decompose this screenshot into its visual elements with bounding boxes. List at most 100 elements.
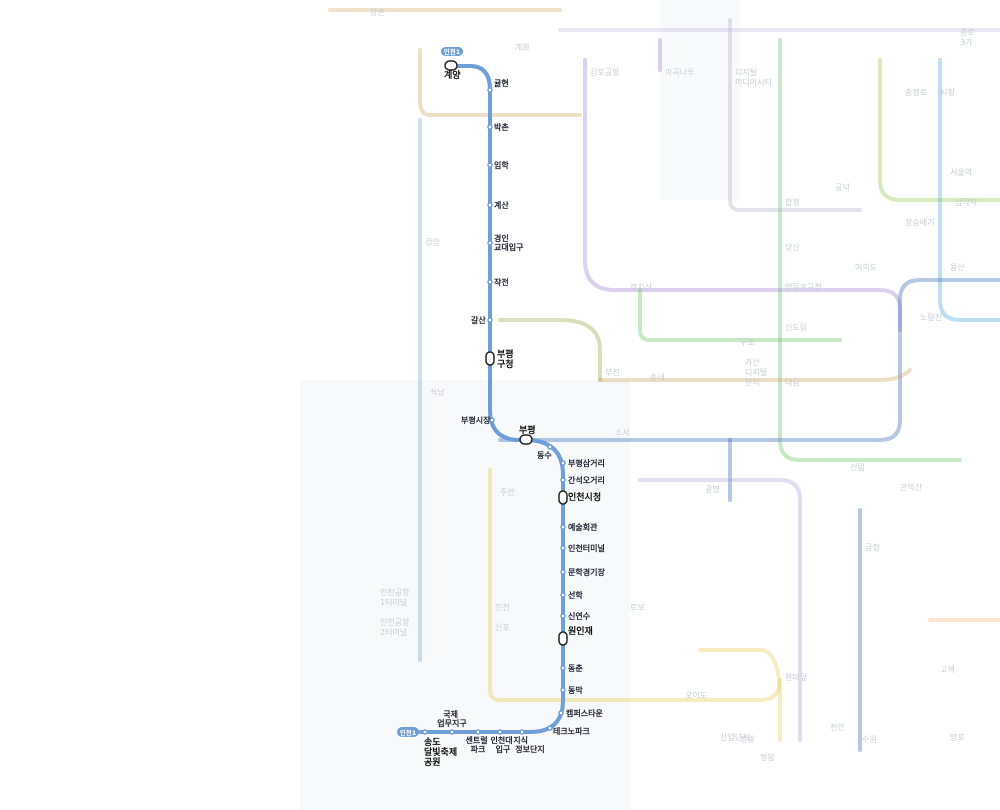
station-label-ganseok[interactable]: 간석오거리	[568, 475, 605, 485]
station-dot-seonhak[interactable]	[560, 592, 566, 598]
station-label-seonhak[interactable]: 선학	[568, 590, 583, 600]
svg-text:가산: 가산	[745, 357, 760, 367]
station-label-bupyeong-gucheong[interactable]: 부평 구청	[497, 348, 517, 370]
svg-text:검암: 검암	[425, 237, 440, 247]
svg-text:고색: 고색	[940, 664, 955, 674]
station-dot-bupyeong-samgeori[interactable]	[560, 460, 566, 466]
station-dot-bupyeong-market[interactable]	[489, 417, 495, 423]
station-label-bupyeong-market[interactable]: 부평시장	[461, 415, 491, 425]
svg-text:까치산: 까치산	[630, 282, 653, 292]
station-dot-central-park[interactable]	[475, 729, 481, 735]
station-dot-songdo[interactable]	[422, 729, 428, 735]
svg-text:3가: 3가	[960, 38, 973, 47]
svg-text:인천1: 인천1	[400, 728, 417, 737]
svg-text:인천공항: 인천공항	[380, 587, 410, 597]
station-label-incheon-univ[interactable]: 인천대 입구	[491, 735, 516, 754]
station-label-gyulhyeon[interactable]: 귤현	[494, 78, 509, 88]
svg-text:정왕: 정왕	[760, 752, 775, 762]
svg-text:부천: 부천	[605, 367, 620, 377]
station-dot-jakjeon[interactable]	[487, 279, 493, 285]
station-label-gyeongin-line1: 경인	[494, 233, 509, 243]
station-label-dongsu[interactable]: 동수	[537, 451, 552, 460]
svg-text:로보: 로보	[630, 603, 645, 612]
svg-text:시청: 시청	[940, 88, 955, 97]
station-label-gyeongin-line2: 교대입구	[494, 242, 524, 252]
station-label-intl-business[interactable]: 국제 업무지구	[437, 709, 467, 728]
station-dot-munhak[interactable]	[560, 569, 566, 575]
transfer-marker-bupyeong-gucheong[interactable]	[485, 351, 495, 366]
svg-text:소사: 소사	[615, 428, 630, 437]
station-dot-arts-center[interactable]	[560, 524, 566, 530]
station-dot-technopark[interactable]	[547, 725, 553, 731]
svg-text:천안: 천안	[830, 722, 845, 732]
svg-text:공덕: 공덕	[835, 182, 850, 192]
station-label-bus-terminal[interactable]: 인천터미널	[568, 543, 605, 553]
svg-text:합정: 합정	[785, 197, 800, 207]
station-label-songdo[interactable]: 송도 달빛축제 공원	[424, 736, 460, 768]
svg-text:석남: 석남	[430, 387, 445, 397]
station-dot-bus-terminal[interactable]	[560, 545, 566, 551]
station-label-incheon-cityhall[interactable]: 인천시청	[568, 491, 601, 503]
svg-text:광명: 광명	[705, 484, 720, 494]
svg-text:종로: 종로	[960, 28, 975, 37]
station-label-central-park[interactable]: 센트럴 파크	[466, 735, 491, 754]
svg-text:여의도: 여의도	[855, 262, 877, 272]
station-label-dongmak[interactable]: 동막	[568, 685, 583, 695]
station-label-munhak[interactable]: 문학경기장	[568, 567, 605, 577]
svg-text:산업단지: 산업단지	[720, 732, 749, 742]
station-label-info-complex[interactable]: 지식 정보단지	[513, 735, 544, 754]
transfer-marker-woninjae[interactable]	[558, 631, 568, 646]
station-label-bupyeong[interactable]: 부평	[519, 424, 536, 436]
station-dot-intl-business[interactable]	[449, 729, 455, 735]
station-dot-gyulhyeon[interactable]	[487, 87, 493, 93]
station-label-gyesan[interactable]: 계산	[494, 200, 509, 210]
station-dot-dongmak[interactable]	[560, 687, 566, 693]
svg-text:단지: 단지	[745, 377, 760, 387]
station-dot-campus-town[interactable]	[558, 710, 564, 716]
station-dot-imhak[interactable]	[487, 162, 493, 168]
station-label-jakjeon[interactable]: 작전	[494, 277, 509, 287]
transfer-marker-bupyeong[interactable]	[519, 434, 533, 445]
svg-text:구로: 구로	[740, 338, 755, 347]
svg-text:개화: 개화	[515, 42, 530, 52]
station-dot-ganseok[interactable]	[560, 477, 566, 483]
line-badge-bottom: 인천1	[397, 727, 419, 737]
station-label-imhak[interactable]: 임학	[494, 160, 509, 170]
station-label-woninjae[interactable]: 원인재	[568, 625, 593, 637]
station-label-bupyeong-samgeori[interactable]: 부평삼거리	[568, 458, 605, 468]
svg-text:삼각지: 삼각지	[955, 197, 977, 207]
station-dot-info-complex[interactable]	[519, 729, 525, 735]
station-dot-incheon-univ[interactable]	[497, 729, 503, 735]
svg-text:디지털: 디지털	[745, 367, 767, 377]
svg-text:충정로: 충정로	[905, 87, 927, 97]
station-label-galsan[interactable]: 갈산	[471, 315, 486, 325]
line-badge-top: 인천1	[441, 47, 463, 56]
svg-text:인천: 인천	[495, 602, 510, 612]
svg-text:대림: 대림	[785, 377, 800, 387]
svg-text:2터미널: 2터미널	[380, 628, 407, 637]
station-label-bakchon[interactable]: 박촌	[494, 122, 509, 132]
svg-text:관악산: 관악산	[900, 482, 923, 492]
station-label-arts-center[interactable]: 예술회관	[568, 522, 598, 532]
station-label-technopark[interactable]: 테크노파크	[553, 726, 590, 736]
svg-text:신포: 신포	[495, 623, 510, 632]
station-label-gyeyang[interactable]: 계양	[444, 69, 461, 81]
station-label-gyeongin[interactable]: 경인 교대입구	[494, 233, 524, 252]
svg-text:인천공항: 인천공항	[380, 617, 410, 627]
station-dot-sinyeonsu[interactable]	[560, 613, 566, 619]
transfer-marker-gyeyang[interactable]	[444, 60, 458, 71]
station-dot-dongchun[interactable]	[560, 665, 566, 671]
station-label-dongchun[interactable]: 동춘	[568, 663, 583, 673]
station-dot-dongsu[interactable]	[547, 444, 553, 450]
station-label-sinyeonsu[interactable]: 신연수	[568, 611, 591, 621]
station-dot-gyesan[interactable]	[487, 202, 493, 208]
station-dot-galsan[interactable]	[487, 317, 493, 323]
station-label-campus-town[interactable]: 캠퍼스타운	[566, 708, 603, 718]
station-dot-bakchon[interactable]	[487, 124, 493, 130]
svg-text:인천1: 인천1	[444, 47, 461, 56]
station-dot-gyeongin[interactable]	[487, 240, 493, 246]
background-network: 김포공항 마곡나루 디지털 미디어시티 합정 당산 영등포구청 신도림 구로 가…	[300, 0, 1000, 810]
transfer-marker-incheon-cityhall[interactable]	[558, 490, 568, 505]
svg-text:디지털: 디지털	[735, 67, 757, 77]
